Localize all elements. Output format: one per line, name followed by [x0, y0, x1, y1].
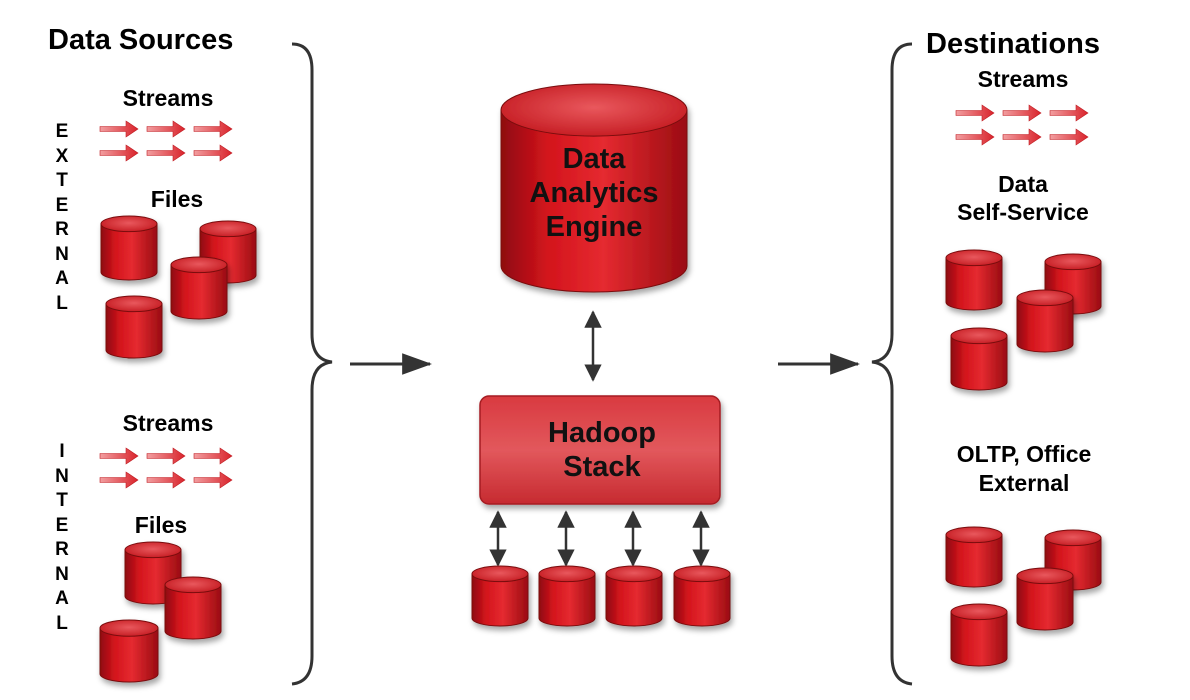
hadoop-line-2: Stack: [563, 451, 641, 483]
database-cylinder-icon: [99, 619, 159, 683]
data-sources-title: Data Sources: [48, 24, 234, 56]
stream-arrow-icon: [955, 104, 995, 122]
sources-brace-icon: [291, 42, 333, 686]
database-cylinder-icon: [170, 256, 228, 320]
self-service-label: Data Self-Service: [957, 170, 1089, 226]
stream-arrow-icon: [99, 471, 139, 489]
stream-arrow-icon: [146, 471, 186, 489]
stream-arrow-icon: [146, 120, 186, 138]
database-cylinder-icon: [100, 215, 158, 281]
hadoop-stack-label: Hadoop Stack: [548, 416, 656, 484]
stream-arrow-icon: [1049, 104, 1089, 122]
engine-line-3: Engine: [545, 211, 643, 243]
vertical-letter: T: [56, 490, 68, 511]
stream-arrow-icon: [1002, 128, 1042, 146]
vertical-letter: N: [55, 563, 69, 585]
vertical-letter: E: [55, 194, 69, 216]
stream-arrow-icon: [193, 144, 233, 162]
database-cylinder-icon: [673, 565, 731, 627]
destinations-title: Destinations: [926, 28, 1101, 60]
vertical-letter: E: [55, 121, 69, 142]
database-cylinder-icon: [950, 603, 1008, 667]
vertical-letter: N: [55, 243, 69, 265]
stream-arrow-icon: [99, 144, 139, 162]
stream-arrow-icon: [193, 120, 233, 138]
vertical-letter: L: [56, 612, 68, 634]
self-service-line-2: Self-Service: [957, 199, 1089, 225]
external-files-label: Files: [150, 186, 204, 212]
database-cylinder-icon: [950, 327, 1008, 391]
database-cylinder-icon: [1016, 289, 1074, 353]
internal-streams-label: Streams: [122, 410, 214, 436]
vertical-letter: N: [55, 465, 69, 487]
destinations-brace-icon: [871, 42, 913, 686]
vertical-letter: R: [55, 539, 69, 560]
oltp-office-label: OLTP, Office External: [957, 440, 1092, 498]
stream-arrow-icon: [1002, 104, 1042, 122]
hadoop-stack-box: [479, 395, 721, 505]
stream-arrow-icon: [99, 447, 139, 465]
stream-arrow-icon: [146, 447, 186, 465]
vertical-letter: X: [55, 145, 69, 167]
stream-arrow-icon: [146, 144, 186, 162]
database-cylinder-icon: [164, 576, 222, 640]
database-cylinder-icon: [105, 295, 163, 359]
vertical-letter: L: [56, 292, 68, 314]
analytics-engine-label: Data Analytics Engine: [530, 142, 659, 244]
analytics-engine-cylinder-icon: [500, 83, 688, 293]
engine-line-2: Analytics: [529, 177, 659, 209]
vertical-letter: A: [55, 268, 69, 289]
stream-arrow-icon: [955, 128, 995, 146]
vertical-letter: T: [56, 170, 68, 191]
database-cylinder-icon: [945, 249, 1003, 311]
vertical-letter: I: [59, 441, 65, 462]
stream-arrow-icon: [99, 120, 139, 138]
oltp-line-2: External: [978, 470, 1070, 496]
database-cylinder-icon: [1016, 567, 1074, 631]
database-cylinder-icon: [605, 565, 663, 627]
stream-arrow-icon: [193, 447, 233, 465]
vertical-letter: A: [55, 588, 69, 609]
stream-arrow-icon: [193, 471, 233, 489]
vertical-letter: E: [55, 514, 69, 536]
database-cylinder-icon: [538, 565, 596, 627]
internal-files-label: Files: [134, 512, 188, 538]
vertical-letter: R: [55, 219, 69, 240]
oltp-line-1: OLTP, Office: [956, 441, 1092, 467]
hadoop-storage-connectors: [489, 510, 710, 567]
stream-arrow-icon: [1049, 128, 1089, 146]
external-streams-label: Streams: [122, 85, 214, 111]
database-cylinder-icon: [945, 526, 1003, 588]
engine-line-1: Data: [562, 143, 626, 175]
hadoop-line-1: Hadoop: [548, 417, 656, 449]
destination-streams-label: Streams: [977, 66, 1069, 92]
self-service-line-1: Data: [998, 171, 1048, 197]
database-cylinder-icon: [471, 565, 529, 627]
